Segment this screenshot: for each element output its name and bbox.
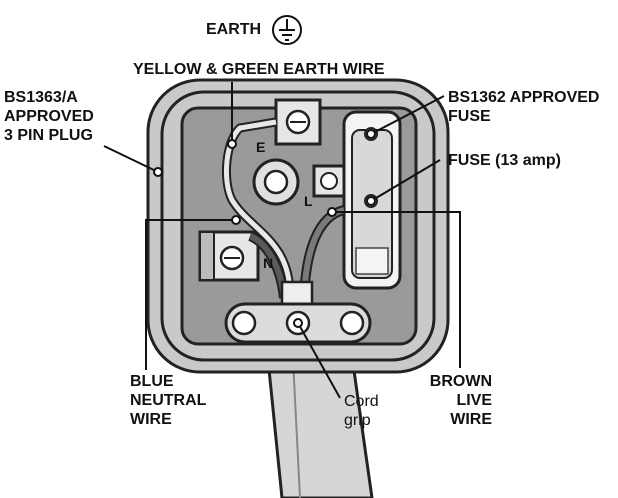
label-cord-grip-line-2: grip xyxy=(344,412,371,429)
label-fuse-approved-line-2: FUSE xyxy=(448,108,491,125)
label-blue-line-2: NEUTRAL xyxy=(130,392,207,409)
label-blue-line-1: BLUE xyxy=(130,373,174,390)
label-blue-wire: BLUE NEUTRAL WIRE xyxy=(130,372,206,429)
leader-cord-grip xyxy=(297,322,341,399)
neutral-terminal xyxy=(198,230,260,282)
central-pin xyxy=(252,158,300,206)
terminal-label-n: N xyxy=(263,255,274,271)
label-fuse-approved-line-1: BS1362 APPROVED xyxy=(448,89,600,106)
live-terminal xyxy=(312,164,346,198)
label-cord-grip: Cord grip xyxy=(344,392,379,430)
leader-dots xyxy=(153,129,376,328)
leader-brown xyxy=(332,211,461,368)
leader-plug xyxy=(103,145,159,173)
label-brown-wire: BROWN LIVE WIRE xyxy=(410,372,492,429)
label-brown-line-2: LIVE xyxy=(456,392,492,409)
label-brown-line-1: BROWN xyxy=(429,373,492,390)
earth-symbol-icon xyxy=(272,15,302,45)
label-earth-wire: YELLOW & GREEN EARTH WIRE xyxy=(133,61,385,78)
earth-terminal xyxy=(274,98,322,146)
label-plug-line-2: APPROVED xyxy=(4,108,94,125)
label-plug-line-1: BS1363/A xyxy=(4,89,78,106)
label-plug-line-3: 3 PIN PLUG xyxy=(4,127,93,144)
label-fuse-approved: BS1362 APPROVED FUSE xyxy=(448,88,599,126)
label-earth: EARTH xyxy=(206,21,262,38)
leader-lines xyxy=(103,82,461,399)
label-brown-line-3: WIRE xyxy=(450,411,492,428)
terminal-label-e: E xyxy=(256,139,266,155)
leader-blue xyxy=(145,219,236,370)
label-cord-grip-line-1: Cord xyxy=(344,393,379,410)
terminal-label-l: L xyxy=(304,193,313,209)
leader-fuse-rating xyxy=(370,159,441,202)
label-plug: BS1363/A APPROVED 3 PIN PLUG xyxy=(4,88,94,145)
label-fuse-rating: FUSE (13 amp) xyxy=(448,152,561,169)
leader-fuse-approved xyxy=(370,95,445,135)
label-blue-line-3: WIRE xyxy=(130,411,172,428)
